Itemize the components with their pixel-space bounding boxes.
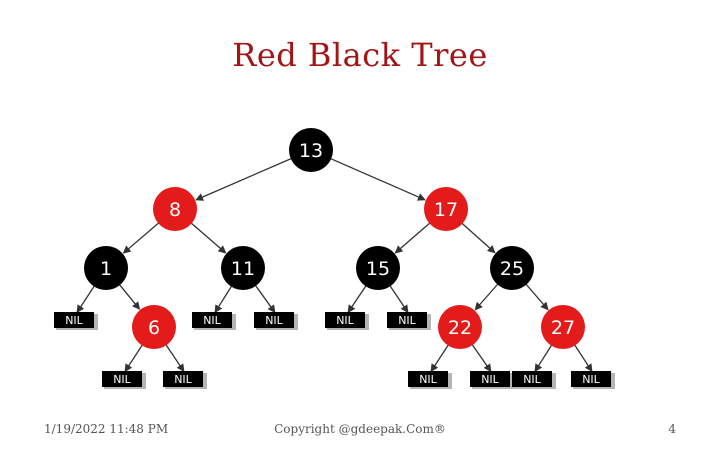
footer-date: 1/19/2022 11:48 PM [44, 422, 169, 436]
tree-edge [394, 222, 431, 254]
red-node-circle [424, 187, 468, 231]
tree-edge [124, 344, 144, 373]
tree-edge [573, 344, 593, 373]
nil-leaf: NIL [192, 312, 236, 330]
slide-title: Red Black Tree [232, 36, 488, 74]
tree-edge [214, 285, 233, 314]
node-label: 22 [448, 317, 472, 339]
tree-edge [471, 343, 492, 373]
tree-node-17: 17 [424, 187, 468, 231]
tree-node-11: 11 [221, 246, 265, 290]
black-node-circle [490, 246, 534, 290]
nil-leaf: NIL [102, 371, 146, 389]
nil-label: NIL [336, 314, 354, 327]
red-node-circle [153, 187, 197, 231]
nil-label: NIL [398, 314, 416, 327]
nil-label: NIL [174, 373, 192, 386]
tree-node-25: 25 [490, 246, 534, 290]
red-node-circle [541, 305, 585, 349]
tree-edge [195, 157, 292, 201]
nil-box [512, 371, 552, 387]
tree-node-15: 15 [356, 246, 400, 290]
nil-label: NIL [65, 314, 83, 327]
nil-label: NIL [481, 373, 499, 386]
nil-leaf: NIL [163, 371, 207, 389]
node-label: 25 [500, 258, 524, 280]
tree-node-27: 27 [541, 305, 585, 349]
nil-label: NIL [113, 373, 131, 386]
tree-node-13: 13 [289, 128, 333, 172]
tree-edge [254, 284, 276, 314]
nil-box [102, 371, 142, 387]
tree-edge [329, 157, 426, 201]
nil-label: NIL [419, 373, 437, 386]
tree-edge [430, 344, 450, 373]
black-node-circle [289, 128, 333, 172]
tree-edge [190, 222, 227, 254]
nil-leaf: NIL [571, 371, 615, 389]
nil-leaf: NIL [325, 312, 369, 330]
nil-box [325, 312, 365, 328]
node-label: 8 [169, 199, 181, 221]
nil-box [192, 312, 232, 328]
node-label: 11 [231, 258, 255, 280]
node-label: 6 [148, 317, 160, 339]
tree-edge [525, 283, 549, 311]
nil-leaf: NIL [470, 371, 514, 389]
tree-node-1: 1 [84, 246, 128, 290]
nil-leaf: NIL [54, 312, 98, 330]
tree-edge [534, 344, 553, 373]
node-label: 27 [551, 317, 575, 339]
tree-edge [461, 222, 496, 254]
nil-box [408, 371, 448, 387]
tree-edge [347, 285, 367, 314]
red-node-circle [132, 305, 176, 349]
nil-leaf: NIL [254, 312, 298, 330]
tree-node-8: 8 [153, 187, 197, 231]
tree-edge [122, 222, 160, 254]
nil-label: NIL [203, 314, 221, 327]
black-node-circle [221, 246, 265, 290]
node-label: 13 [299, 140, 323, 162]
footer-page-number: 4 [668, 422, 676, 436]
node-label: 1 [100, 258, 112, 280]
nil-label: NIL [582, 373, 600, 386]
black-node-circle [84, 246, 128, 290]
red-node-circle [438, 305, 482, 349]
tree-edge [389, 285, 409, 314]
tree-edge [165, 344, 185, 373]
nil-box [470, 371, 510, 387]
node-label: 17 [434, 199, 458, 221]
nil-leaf: NIL [387, 312, 431, 330]
tree-node-22: 22 [438, 305, 482, 349]
tree-edge [474, 283, 499, 311]
nil-box [387, 312, 427, 328]
node-label: 15 [366, 258, 390, 280]
tree-edge [118, 283, 141, 310]
nil-box [571, 371, 611, 387]
black-node-circle [356, 246, 400, 290]
tree-node-6: 6 [132, 305, 176, 349]
nil-leaf: NIL [512, 371, 556, 389]
tree-edge [76, 285, 96, 314]
nil-label: NIL [265, 314, 283, 327]
nil-box [254, 312, 294, 328]
nil-leaf: NIL [408, 371, 452, 389]
nil-box [163, 371, 203, 387]
nil-box [54, 312, 94, 328]
nil-label: NIL [523, 373, 541, 386]
footer-copyright: Copyright @gdeepak.Com® [274, 422, 446, 436]
